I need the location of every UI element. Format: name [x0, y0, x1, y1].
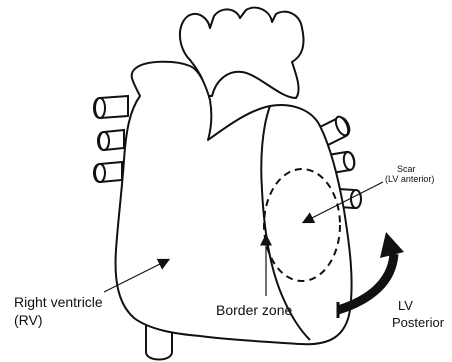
scar-location-label: (LV anterior)	[385, 174, 434, 184]
border-zone-label: Border zone	[216, 302, 292, 318]
lv-posterior-label: Posterior	[392, 316, 444, 331]
right-ventricle-abbrev-label: (RV)	[14, 312, 43, 328]
scar-label: Scar	[397, 164, 416, 174]
lv-label: LV	[398, 299, 413, 314]
right-ventricle-label: Right ventricle	[14, 294, 103, 310]
